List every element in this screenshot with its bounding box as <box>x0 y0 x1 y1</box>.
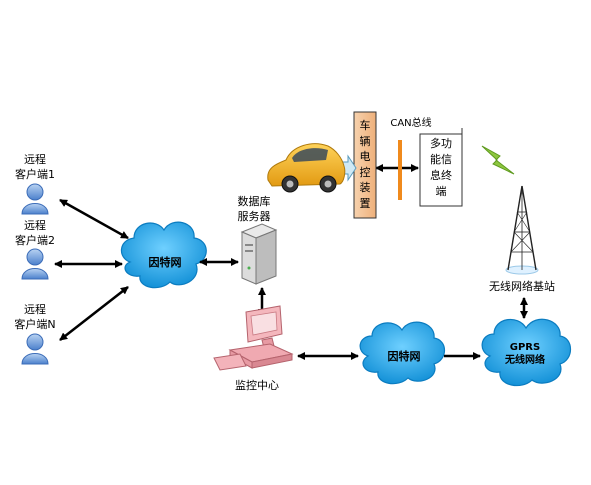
arrow-clientN <box>59 286 129 341</box>
antenna-tower-icon <box>505 185 539 275</box>
clientN-label: 远程 客户端N <box>10 302 60 332</box>
ecu-char: 控 <box>359 165 371 179</box>
terminal-line1: 多功 <box>430 137 452 150</box>
clientN-line2: 客户端N <box>14 318 56 331</box>
terminal-box <box>419 133 463 207</box>
clientN-line1: 远程 <box>24 303 46 316</box>
terminal-label: 多功 能信 息终 端 <box>420 136 462 200</box>
can-bus-label: CAN总线 <box>390 118 432 129</box>
client2-line2: 客户端2 <box>15 234 55 247</box>
user-icon <box>21 183 49 215</box>
database-server-line1: 数据库 <box>237 195 271 208</box>
client1-line2: 客户端1 <box>15 168 55 181</box>
ecu-char: 装 <box>359 181 371 194</box>
terminal-line2: 能信 <box>430 153 452 166</box>
ecu-char: 车 <box>359 119 371 132</box>
internet-left-label: 因特网 <box>148 256 182 269</box>
client2-label: 远程 客户端2 <box>10 218 60 248</box>
client2-line1: 远程 <box>24 219 46 232</box>
base-station-label: 无线网络基站 <box>489 280 555 293</box>
client1-line1: 远程 <box>24 153 46 166</box>
gprs-cloud <box>481 318 572 387</box>
gprs-line2: 无线网络 <box>505 355 545 366</box>
gprs-line1: GPRS <box>509 342 541 353</box>
ecu-char: 电 <box>359 150 371 163</box>
user-icon <box>21 333 49 365</box>
internet-right-label: 因特网 <box>387 350 421 363</box>
database-server-line2: 服务器 <box>237 210 271 223</box>
database-server-label: 数据库 服务器 <box>226 194 282 224</box>
ecu-char: 辆 <box>359 134 371 148</box>
client1-label: 远程 客户端1 <box>10 152 60 182</box>
server-icon <box>240 223 278 285</box>
computer-icon <box>213 305 294 371</box>
ecu-char: 置 <box>359 196 371 210</box>
gprs-label: GPRS 无线网络 <box>494 341 556 367</box>
internet-cloud-left <box>120 221 207 289</box>
terminal-line4: 端 <box>435 185 447 198</box>
user-icon <box>21 248 49 280</box>
arrow-client1 <box>59 198 129 240</box>
vehicle-ecu-label: 车 辆 电 控 装 置 <box>354 118 376 211</box>
lightning-icon <box>481 145 515 175</box>
car-icon <box>267 143 346 193</box>
internet-cloud-right <box>359 321 446 385</box>
terminal-line3: 息终 <box>430 169 452 182</box>
monitor-center-label: 监控中心 <box>235 379 279 392</box>
